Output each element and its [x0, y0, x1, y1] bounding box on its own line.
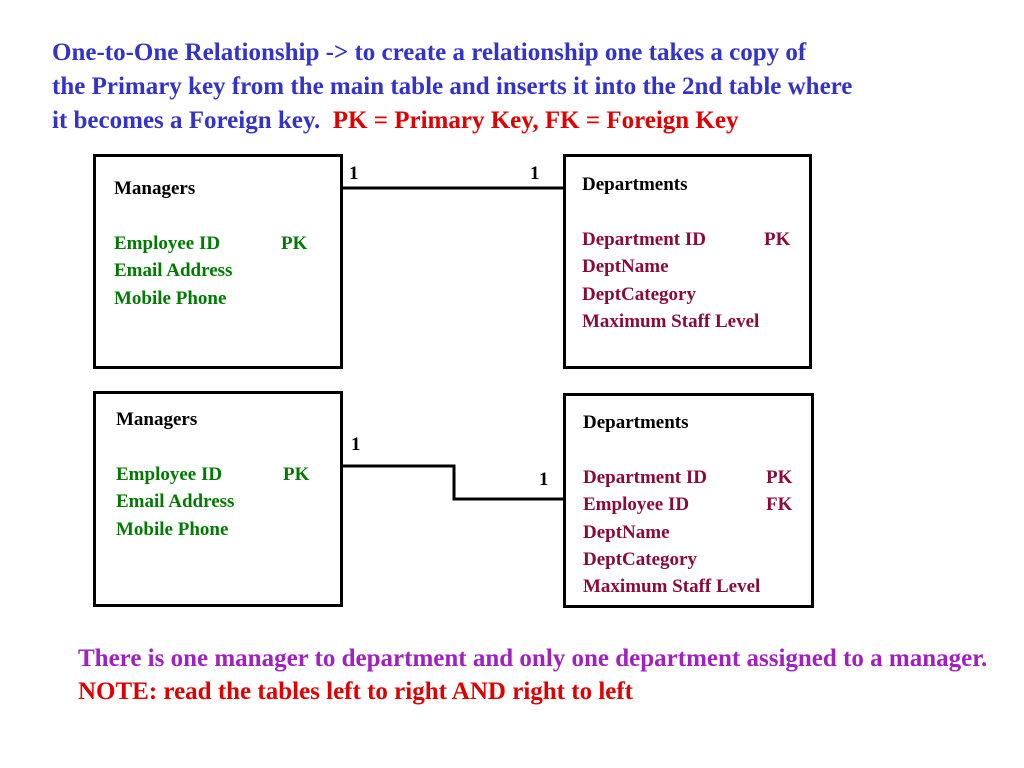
- field-name: Employee ID: [583, 494, 690, 516]
- field-name: DeptCategory: [582, 283, 696, 305]
- field-name: Mobile Phone: [114, 287, 227, 309]
- field-name: Email Address: [114, 260, 233, 282]
- field-name: Department ID: [582, 229, 707, 250]
- field-row: Mobile Phone: [114, 285, 307, 312]
- field-row: Email Address: [114, 257, 307, 284]
- table-title: Managers: [114, 178, 196, 199]
- field-list: Department ID PK DeptName DeptCategory M…: [582, 226, 790, 335]
- field-row: Employee ID FK: [583, 491, 792, 518]
- field-name: Mobile Phone: [116, 518, 229, 540]
- cardinality-label: 1: [530, 163, 540, 184]
- field-row: DeptCategory: [583, 546, 792, 573]
- footer-text: There is one manager to department and o…: [78, 645, 988, 672]
- field-row: Employee ID PK: [116, 461, 309, 488]
- heading-line-2: the Primary key from the main table and …: [52, 73, 853, 100]
- managers-table-2: Managers Employee ID PK Email Address Mo…: [93, 391, 343, 607]
- field-name: Employee ID: [116, 464, 223, 485]
- footer-note: There is one manager to department and o…: [78, 642, 1008, 708]
- field-row: Department ID PK: [583, 464, 792, 491]
- departments-table-1: Departments Department ID PK DeptName De…: [563, 154, 812, 369]
- field-row: Department ID PK: [582, 226, 790, 253]
- field-row: Email Address: [116, 488, 309, 515]
- field-row: DeptCategory: [582, 281, 790, 308]
- cardinality-label: 1: [539, 469, 549, 490]
- connector-line-2: [341, 464, 565, 501]
- field-row: DeptName: [582, 253, 790, 280]
- table-title: Managers: [116, 409, 198, 430]
- field-key-badge: PK: [283, 464, 310, 485]
- slide-heading: One-to-One Relationship -> to create a r…: [52, 36, 1012, 138]
- field-name: Department ID: [583, 467, 708, 488]
- field-name: Employee ID: [114, 233, 221, 254]
- field-row: DeptName: [583, 519, 792, 546]
- field-name: Email Address: [116, 491, 235, 513]
- table-title: Departments: [582, 174, 688, 195]
- heading-line-1: One-to-One Relationship -> to create a r…: [52, 39, 807, 66]
- field-name: DeptName: [583, 521, 670, 543]
- field-name: DeptName: [582, 256, 669, 278]
- field-key-badge: FK: [766, 494, 793, 516]
- field-list: Employee ID PK Email Address Mobile Phon…: [114, 230, 307, 312]
- field-list: Employee ID PK Email Address Mobile Phon…: [116, 461, 309, 543]
- field-key-badge: PK: [281, 233, 308, 254]
- heading-line-3-text: it becomes a Foreign key.: [52, 107, 321, 134]
- cardinality-label: 1: [349, 163, 359, 184]
- field-list: Department ID PK Employee ID FK DeptName…: [583, 464, 792, 600]
- table-title: Departments: [583, 412, 689, 433]
- field-row: Maximum Staff Level: [582, 308, 790, 335]
- field-row: Employee ID PK: [114, 230, 307, 257]
- departments-table-2: Departments Department ID PK Employee ID…: [563, 393, 814, 608]
- field-row: Maximum Staff Level: [583, 573, 792, 600]
- field-row: Mobile Phone: [116, 516, 309, 543]
- field-key-badge: PK: [766, 467, 793, 488]
- managers-table-1: Managers Employee ID PK Email Address Mo…: [93, 154, 343, 369]
- field-name: DeptCategory: [583, 548, 697, 570]
- field-name: Maximum Staff Level: [583, 576, 761, 598]
- footer-note-red: NOTE: read the tables left to right AND …: [78, 678, 634, 705]
- cardinality-label: 1: [351, 434, 361, 455]
- key-legend: PK = Primary Key, FK = Foreign Key: [332, 107, 739, 134]
- heading-line-3: it becomes a Foreign key. PK = Primary K…: [52, 104, 1012, 138]
- field-name: Maximum Staff Level: [582, 310, 760, 332]
- field-key-badge: PK: [764, 229, 791, 250]
